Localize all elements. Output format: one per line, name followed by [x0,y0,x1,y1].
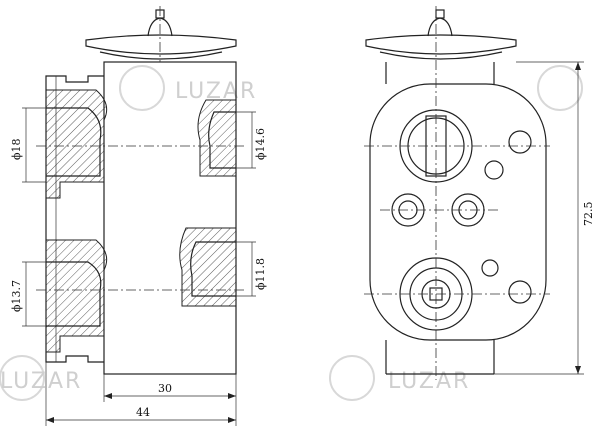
right-upper-port-bore [208,111,236,169]
left-flange [45,75,104,363]
right-lower-port-hatch [179,227,237,307]
valve-body [103,61,237,375]
mount-hole [508,280,532,304]
watermark-text: LUZAR [0,369,82,394]
dimension-label: ϕ14.6 [254,128,267,160]
diaphragm-cap [85,34,237,55]
diaphragm-rim [379,51,503,60]
watermark-logo-icon [0,65,583,401]
right-lower-port-bore [190,241,236,297]
upper-port-hatch [45,89,108,199]
right-upper-port-hatch [197,99,237,177]
dimension-label: ϕ13.7 [10,280,23,312]
dimension-label: 72.5 [582,202,595,227]
dimension-label: 44 [136,406,150,419]
dimension-label: ϕ18 [10,139,23,161]
watermark-text: LUZAR [388,369,470,394]
upper-port-bore [46,107,102,177]
watermark-group: LUZAR LUZAR LUZAR [0,65,583,401]
dimension-label: 30 [158,382,172,395]
dimension-label: ϕ11.8 [254,258,267,290]
lower-port-bore [46,261,102,327]
side-view: ϕ18 ϕ13.7 ϕ14.6 ϕ11.8 30 44 [10,6,267,426]
diaphragm-cap [365,34,517,55]
cap-dome [427,17,453,37]
small-hole [484,160,504,180]
diaphragm-rim [99,51,223,60]
front-view: 72.5 [364,6,595,380]
cap-nub [435,9,445,19]
lower-port-hatch [45,239,108,353]
mount-hole [508,130,532,154]
small-hole [481,259,499,277]
valve-face-plate [369,83,547,341]
